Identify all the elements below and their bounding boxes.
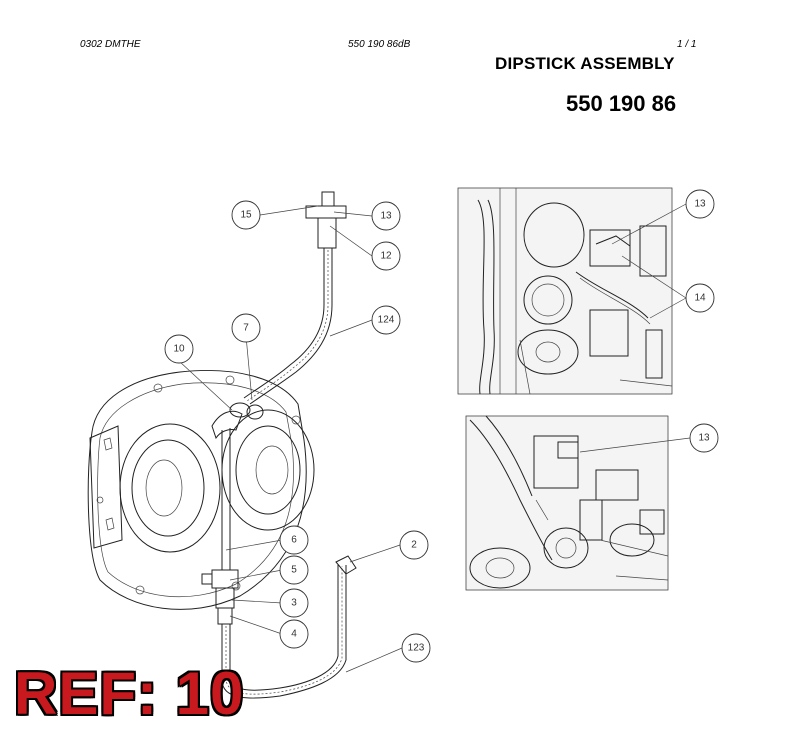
svg-text:2: 2 [411, 540, 417, 551]
callout-123: 123 [401, 633, 431, 663]
dipstick-tube [201, 191, 357, 699]
svg-text:7: 7 [243, 323, 249, 334]
callout-12: 12 [371, 241, 401, 271]
leader-lines [165, 205, 403, 673]
callout-5: 5 [279, 555, 309, 585]
header-left-code: 0302 DMTHE [80, 39, 141, 50]
svg-text:10: 10 [173, 344, 185, 355]
callout-15: 15 [231, 200, 261, 230]
photo-top-callout-14: 14 [685, 283, 715, 313]
callout-124: 124 [371, 305, 401, 335]
callout-10: 10 [164, 334, 194, 364]
photo-bottom [465, 415, 691, 591]
svg-text:13: 13 [380, 211, 392, 222]
callout-13: 13 [371, 201, 401, 231]
callout-7: 7 [231, 313, 261, 343]
header-page-number: 1 / 1 [677, 39, 697, 50]
svg-text:13: 13 [694, 199, 706, 210]
callout-3: 3 [279, 588, 309, 618]
reference-label: REF: 10 [14, 660, 245, 727]
photo-top [457, 187, 687, 395]
photo-bottom-callout-13: 13 [689, 423, 719, 453]
part-number: 550 190 86 [566, 91, 677, 116]
svg-text:4: 4 [291, 629, 297, 640]
page-title: DIPSTICK ASSEMBLY [495, 54, 675, 73]
svg-text:123: 123 [408, 643, 425, 654]
svg-text:13: 13 [698, 433, 710, 444]
svg-text:14: 14 [694, 293, 706, 304]
callout-6: 6 [279, 525, 309, 555]
svg-text:5: 5 [291, 565, 297, 576]
photo-top-callout-13: 13 [685, 189, 715, 219]
svg-text:3: 3 [291, 598, 297, 609]
svg-text:6: 6 [291, 535, 297, 546]
svg-text:12: 12 [380, 251, 392, 262]
svg-text:15: 15 [240, 210, 252, 221]
callout-4: 4 [279, 619, 309, 649]
header-doc-code: 550 190 86dB [348, 39, 411, 50]
callout-2: 2 [399, 530, 429, 560]
svg-text:124: 124 [378, 315, 395, 326]
